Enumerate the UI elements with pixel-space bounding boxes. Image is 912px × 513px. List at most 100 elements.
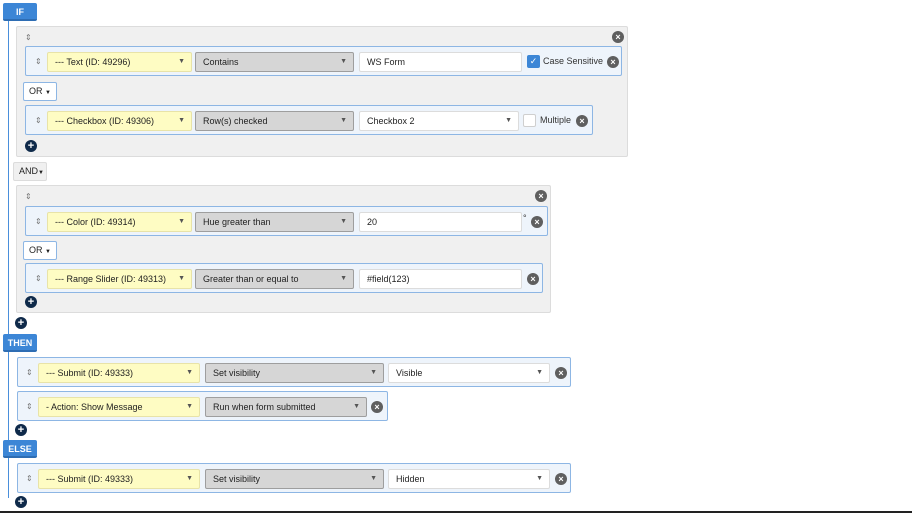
sort-handle-icon[interactable]: ⇕ xyxy=(35,274,42,283)
chevron-down-icon: ▼ xyxy=(178,275,185,282)
action-value-select-value: Hidden xyxy=(396,474,425,484)
add-condition-icon[interactable]: + xyxy=(25,140,37,152)
object-select-value: --- Submit (ID: 49333) xyxy=(46,368,134,378)
delete-action-icon[interactable]: × xyxy=(555,367,567,379)
delete-condition-icon[interactable]: × xyxy=(607,56,619,68)
chevron-down-icon: ▼ xyxy=(186,369,193,376)
action-row: ⇕ - Action: Show Message ▼ Run when form … xyxy=(17,391,388,421)
object-select-value: - Action: Show Message xyxy=(46,402,143,412)
chevron-down-icon: ▼ xyxy=(353,403,360,410)
operator-select[interactable]: Hue greater than ▼ xyxy=(195,212,354,232)
case-sensitive-label: Case Sensitive xyxy=(543,56,604,66)
operator-select[interactable]: Contains ▼ xyxy=(195,52,354,72)
action-value-select[interactable]: Visible ▼ xyxy=(388,363,550,383)
else-connector-line xyxy=(8,458,9,498)
then-label: THEN xyxy=(3,334,37,352)
or-connector-dropdown[interactable]: OR ▼ xyxy=(23,82,57,101)
chevron-down-icon: ▼ xyxy=(340,275,347,282)
value-input[interactable]: 20 xyxy=(359,212,522,232)
field-select-value: --- Checkbox (ID: 49306) xyxy=(55,116,155,126)
chevron-down-icon: ▼ xyxy=(340,58,347,65)
sort-handle-icon[interactable]: ⇕ xyxy=(35,57,42,66)
chevron-down-icon: ▼ xyxy=(178,117,185,124)
add-else-action-icon[interactable]: + xyxy=(15,496,27,508)
field-select-value: --- Color (ID: 49314) xyxy=(55,217,136,227)
operator-select-value: Hue greater than xyxy=(203,217,271,227)
add-action-icon[interactable]: + xyxy=(15,424,27,436)
object-select[interactable]: --- Submit (ID: 49333) ▼ xyxy=(38,469,200,489)
action-value-select-value: Visible xyxy=(396,368,423,378)
chevron-down-icon: ▼ xyxy=(536,475,543,482)
delete-action-icon[interactable]: × xyxy=(371,401,383,413)
condition-group-2: ⇕ × ⇕ --- Color (ID: 49314) ▼ Hue greater… xyxy=(16,185,551,313)
chevron-down-icon: ▼ xyxy=(186,403,193,410)
condition-group-1: ⇕ × ⇕ --- Text (ID: 49296) ▼ Contains ▼ WS… xyxy=(16,26,628,157)
action-row: ⇕ --- Submit (ID: 49333) ▼ Set visibility… xyxy=(17,357,571,387)
group-sort-handle-icon[interactable]: ⇕ xyxy=(25,33,32,42)
field-select[interactable]: --- Text (ID: 49296) ▼ xyxy=(47,52,192,72)
value-input[interactable]: #field(123) xyxy=(359,269,522,289)
action-select-value: Set visibility xyxy=(213,368,261,378)
chevron-down-icon: ▼ xyxy=(178,58,185,65)
delete-action-icon[interactable]: × xyxy=(555,473,567,485)
and-connector-dropdown[interactable]: AND▼ xyxy=(13,162,47,181)
delete-group-icon[interactable]: × xyxy=(535,190,547,202)
condition-row: ⇕ --- Color (ID: 49314) ▼ Hue greater tha… xyxy=(25,206,548,236)
chevron-down-icon: ▼ xyxy=(505,117,512,124)
delete-group-icon[interactable]: × xyxy=(612,31,624,43)
action-select-value: Set visibility xyxy=(213,474,261,484)
sort-handle-icon[interactable]: ⇕ xyxy=(35,116,42,125)
chevron-down-icon: ▼ xyxy=(370,475,377,482)
chevron-down-icon: ▼ xyxy=(370,369,377,376)
action-value-select[interactable]: Hidden ▼ xyxy=(388,469,550,489)
object-select-value: --- Submit (ID: 49333) xyxy=(46,474,134,484)
field-select-value: --- Text (ID: 49296) xyxy=(55,57,131,67)
field-select[interactable]: --- Checkbox (ID: 49306) ▼ xyxy=(47,111,192,131)
operator-select[interactable]: Row(s) checked ▼ xyxy=(195,111,354,131)
value-input-text: #field(123) xyxy=(367,274,410,284)
field-select-value: --- Range Slider (ID: 49313) xyxy=(55,274,167,284)
condition-row: ⇕ --- Checkbox (ID: 49306) ▼ Row(s) check… xyxy=(25,105,593,135)
value-select[interactable]: Checkbox 2 ▼ xyxy=(359,111,519,131)
object-select[interactable]: --- Submit (ID: 49333) ▼ xyxy=(38,363,200,383)
sort-handle-icon[interactable]: ⇕ xyxy=(26,368,33,377)
field-select[interactable]: --- Color (ID: 49314) ▼ xyxy=(47,212,192,232)
condition-row: ⇕ --- Range Slider (ID: 49313) ▼ Greater … xyxy=(25,263,543,293)
chevron-down-icon: ▼ xyxy=(340,218,347,225)
sort-handle-icon[interactable]: ⇕ xyxy=(26,402,33,411)
case-sensitive-checkbox[interactable]: ✓ xyxy=(527,55,540,68)
multiple-checkbox[interactable] xyxy=(523,114,536,127)
operator-select-value: Greater than or equal to xyxy=(203,274,299,284)
if-connector-line xyxy=(8,21,9,341)
add-condition-icon[interactable]: + xyxy=(25,296,37,308)
operator-select[interactable]: Greater than or equal to ▼ xyxy=(195,269,354,289)
condition-row: ⇕ --- Text (ID: 49296) ▼ Contains ▼ WS For… xyxy=(25,46,622,76)
then-connector-line xyxy=(8,352,9,440)
action-select[interactable]: Set visibility ▼ xyxy=(205,363,384,383)
action-select[interactable]: Set visibility ▼ xyxy=(205,469,384,489)
sort-handle-icon[interactable]: ⇕ xyxy=(35,217,42,226)
delete-condition-icon[interactable]: × xyxy=(527,273,539,285)
chevron-down-icon: ▼ xyxy=(340,117,347,124)
operator-select-value: Row(s) checked xyxy=(203,116,268,126)
group-sort-handle-icon[interactable]: ⇕ xyxy=(25,192,32,201)
chevron-down-icon: ▼ xyxy=(536,369,543,376)
operator-select-value: Contains xyxy=(203,57,239,67)
chevron-down-icon: ▼ xyxy=(178,218,185,225)
value-select-value: Checkbox 2 xyxy=(367,116,415,126)
delete-condition-icon[interactable]: × xyxy=(576,115,588,127)
value-input-text: 20 xyxy=(367,217,378,227)
multiple-label: Multiple xyxy=(540,115,572,125)
or-connector-dropdown[interactable]: OR ▼ xyxy=(23,241,57,260)
if-label: IF xyxy=(3,3,37,21)
value-input[interactable]: WS Form xyxy=(359,52,522,72)
delete-condition-icon[interactable]: × xyxy=(531,216,543,228)
value-input-text: WS Form xyxy=(367,57,405,67)
object-select[interactable]: - Action: Show Message ▼ xyxy=(38,397,200,417)
field-select[interactable]: --- Range Slider (ID: 49313) ▼ xyxy=(47,269,192,289)
chevron-down-icon: ▼ xyxy=(186,475,193,482)
action-select-value: Run when form submitted xyxy=(213,402,316,412)
action-select[interactable]: Run when form submitted ▼ xyxy=(205,397,367,417)
add-group-icon[interactable]: + xyxy=(15,317,27,329)
sort-handle-icon[interactable]: ⇕ xyxy=(26,474,33,483)
